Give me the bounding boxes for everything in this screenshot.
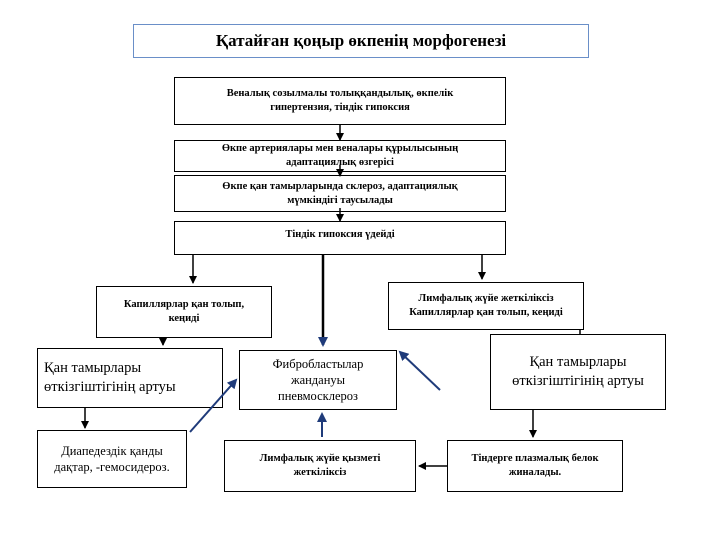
node-lymph-insufficiency-text: Лимфалық жүйе жеткіліксіз Капиллярлар қа… bbox=[409, 293, 563, 318]
node-permeability-right: Қан тамырлары өткізгіштігінің артуы bbox=[490, 334, 666, 410]
node-diapedesis-text: Диапедездік қанды дақтар, -гемосидероз. bbox=[54, 443, 170, 474]
node-permeability-left-text: Қан тамырлары өткізгіштігінің артуы bbox=[44, 360, 176, 395]
node-plasma-protein: Тіндерге плазмалық белок жиналады. bbox=[447, 440, 623, 492]
node-permeability-left: Қан тамырлары өткізгіштігінің артуы bbox=[37, 348, 223, 408]
node-sclerosis: Өкпе қан тамырларында склероз, адаптация… bbox=[174, 175, 506, 212]
diagram-title-text: Қатайған қоңыр өкпенің морфогенезі bbox=[215, 30, 507, 50]
node-capillaries-left: Капиллярлар қан толып, кеңиді bbox=[96, 286, 272, 338]
node-permeability-right-text: Қан тамырлары өткізгіштігінің артуы bbox=[512, 354, 644, 389]
node-plasma-protein-text: Тіндерге плазмалық белок жиналады. bbox=[471, 453, 599, 478]
node-fibroblasts-text: Фибробластылар жандануы пневмосклероз bbox=[272, 356, 364, 404]
node-venous-congestion-text: Веналық созылмалы толыққандылық, өкпелік… bbox=[226, 88, 454, 113]
node-vessel-adaptation-text: Өкпе артериялары мен веналары құрылысыны… bbox=[221, 143, 459, 168]
node-tissue-hypoxia: Тіндік гипоксия үдейді bbox=[174, 221, 506, 255]
node-lymph-function: Лимфалық жүйе қызметі жеткіліксіз bbox=[224, 440, 416, 492]
node-diapedesis: Диапедездік қанды дақтар, -гемосидероз. bbox=[37, 430, 187, 488]
node-lymph-function-text: Лимфалық жүйе қызметі жеткіліксіз bbox=[259, 453, 381, 478]
node-venous-congestion: Веналық созылмалы толыққандылық, өкпелік… bbox=[174, 77, 506, 125]
node-tissue-hypoxia-text: Тіндік гипоксия үдейді bbox=[285, 229, 395, 240]
arrow-diapedesis-to-fibroblasts bbox=[189, 378, 238, 433]
node-capillaries-left-text: Капиллярлар қан толып, кеңиді bbox=[123, 299, 245, 324]
node-sclerosis-text: Өкпе қан тамырларында склероз, адаптация… bbox=[222, 180, 458, 206]
diagram-title: Қатайған қоңыр өкпенің морфогенезі bbox=[133, 24, 589, 58]
node-fibroblasts: Фибробластылар жандануы пневмосклероз bbox=[239, 350, 397, 410]
arrow-permeability-right-to-fibroblasts bbox=[398, 350, 441, 391]
node-lymph-insufficiency: Лимфалық жүйе жеткіліксіз Капиллярлар қа… bbox=[388, 282, 584, 330]
